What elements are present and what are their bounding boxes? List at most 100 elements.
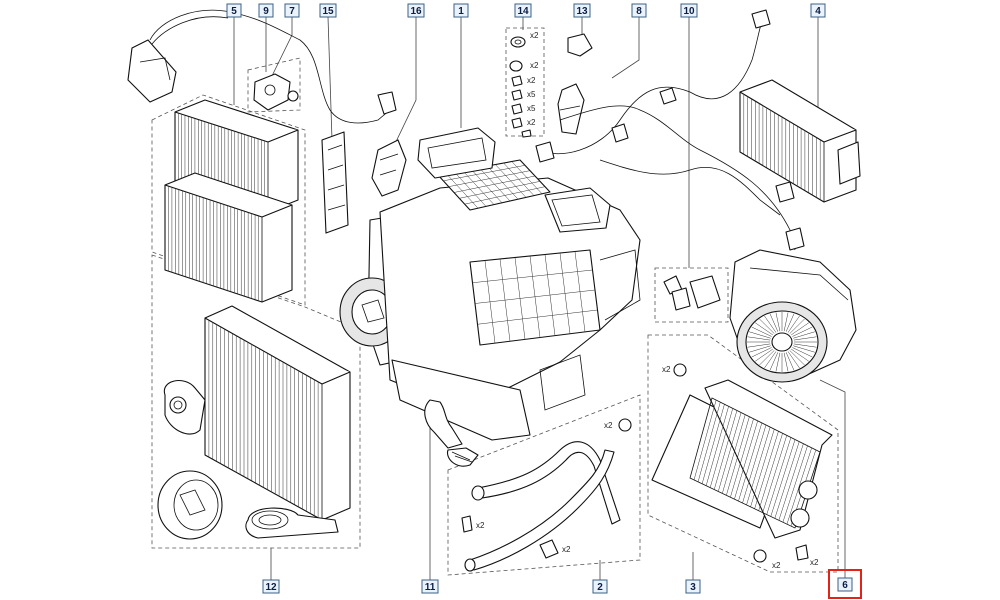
part-15-duct-insert	[321, 131, 349, 234]
callout-14-label: 14	[517, 6, 529, 17]
hatch-line	[769, 352, 779, 371]
hatch-line	[764, 315, 777, 333]
callout-6[interactable]: 6	[828, 569, 862, 599]
hatch-line	[793, 336, 817, 341]
hatch-line	[775, 312, 781, 332]
callout-13[interactable]: 13	[573, 3, 591, 18]
callout-3[interactable]: 3	[685, 579, 701, 594]
qty-14-3: x2	[527, 76, 536, 85]
hatch-line	[697, 402, 721, 482]
hatch-line	[764, 351, 777, 369]
hatch-line	[459, 181, 541, 199]
qty-14-5: x5	[527, 104, 536, 113]
hatch-line	[751, 347, 772, 358]
frame-actuator-9	[247, 57, 301, 113]
hatch-line	[769, 313, 779, 332]
hatch-line	[778, 443, 804, 521]
hatch-line	[783, 352, 789, 372]
hatch-line	[791, 348, 809, 362]
qty-3-b: x2	[604, 421, 613, 430]
callout-11-label: 11	[425, 582, 436, 593]
callout-15-label: 15	[322, 6, 334, 17]
hatch-line	[726, 416, 750, 496]
frame-evaporator-12	[151, 254, 361, 549]
hatch-line	[787, 351, 800, 369]
hatch-line	[770, 439, 796, 517]
frame-clips-10	[654, 267, 729, 323]
hatch-line	[759, 350, 775, 366]
hatch-line	[738, 422, 763, 502]
hatch-line	[762, 435, 788, 513]
group-frames	[151, 27, 839, 576]
hatch-line	[793, 345, 815, 353]
hatch-line	[747, 336, 771, 341]
callout-15[interactable]: 15	[319, 3, 337, 18]
callout-9[interactable]: 9	[258, 3, 274, 18]
hatch-line	[792, 326, 813, 337]
callout-16-label: 16	[410, 6, 422, 17]
part-3-heater-core	[618, 363, 833, 563]
callout-16[interactable]: 16	[407, 3, 425, 18]
hatch-line	[775, 352, 781, 372]
callout-3-label: 3	[690, 582, 696, 593]
hatch-line	[759, 318, 775, 334]
callout-5-label: 5	[231, 6, 237, 17]
callout-7[interactable]: 7	[284, 3, 300, 18]
callout-6-label: 6	[842, 580, 848, 591]
hatch-line	[783, 312, 789, 332]
callout-8[interactable]: 8	[631, 3, 647, 18]
hatch-line	[755, 322, 773, 336]
hatch-line	[789, 350, 805, 366]
qty-3-c: x2	[772, 561, 781, 570]
callout-5[interactable]: 5	[226, 3, 242, 18]
hatch-line	[754, 431, 779, 509]
hatch-line	[477, 309, 598, 325]
hatch-line	[746, 427, 771, 505]
qty-3-d: x2	[810, 558, 819, 567]
hatch-line	[713, 410, 738, 490]
hatch-line	[792, 347, 813, 358]
hatch-line	[474, 289, 596, 304]
part-13-switch	[557, 33, 593, 135]
hatch-line	[722, 414, 746, 494]
qty-2-a: x2	[476, 521, 485, 530]
hatch-line	[750, 429, 775, 507]
callout-8-label: 8	[636, 6, 642, 17]
hatch-line	[448, 170, 531, 187]
hatch-line	[786, 447, 812, 525]
qty-14-1: x2	[530, 31, 539, 40]
qty-14-2: x2	[530, 61, 539, 70]
hatch-line	[751, 326, 772, 337]
hatch-line	[718, 412, 742, 492]
part-9-actuator	[253, 73, 299, 111]
hatch-line	[693, 400, 717, 480]
hatch-line	[774, 441, 800, 519]
hatch-line	[705, 406, 729, 486]
callouts: 5 9 7 15 16 1 14 13	[226, 3, 862, 599]
part-14-fasteners	[509, 36, 532, 138]
hatch-line	[793, 331, 815, 339]
part-12-evaporator	[157, 305, 351, 540]
hatch-line	[742, 424, 767, 504]
hatch-line	[749, 331, 771, 339]
qty-14-6: x2	[527, 118, 536, 127]
part-6-blower-motor	[729, 249, 857, 383]
hatch-line	[709, 408, 734, 488]
callout-2[interactable]: 2	[592, 579, 608, 594]
hatch-line	[749, 345, 771, 353]
hatch-line	[453, 175, 536, 193]
callout-14[interactable]: 14	[514, 3, 532, 18]
hatch-line	[782, 445, 808, 523]
callout-4-label: 4	[815, 6, 821, 17]
qty-14-4: x5	[527, 90, 536, 99]
hatch-line	[789, 318, 805, 334]
callout-1[interactable]: 1	[453, 3, 469, 18]
part-5-pollen-filters	[164, 99, 299, 303]
callout-9-label: 9	[263, 6, 269, 17]
callout-11[interactable]: 11	[421, 579, 439, 594]
callout-4[interactable]: 4	[810, 3, 826, 18]
callout-10[interactable]: 10	[680, 3, 698, 18]
callout-6-highlight	[828, 569, 862, 599]
callout-12[interactable]: 12	[262, 579, 280, 594]
